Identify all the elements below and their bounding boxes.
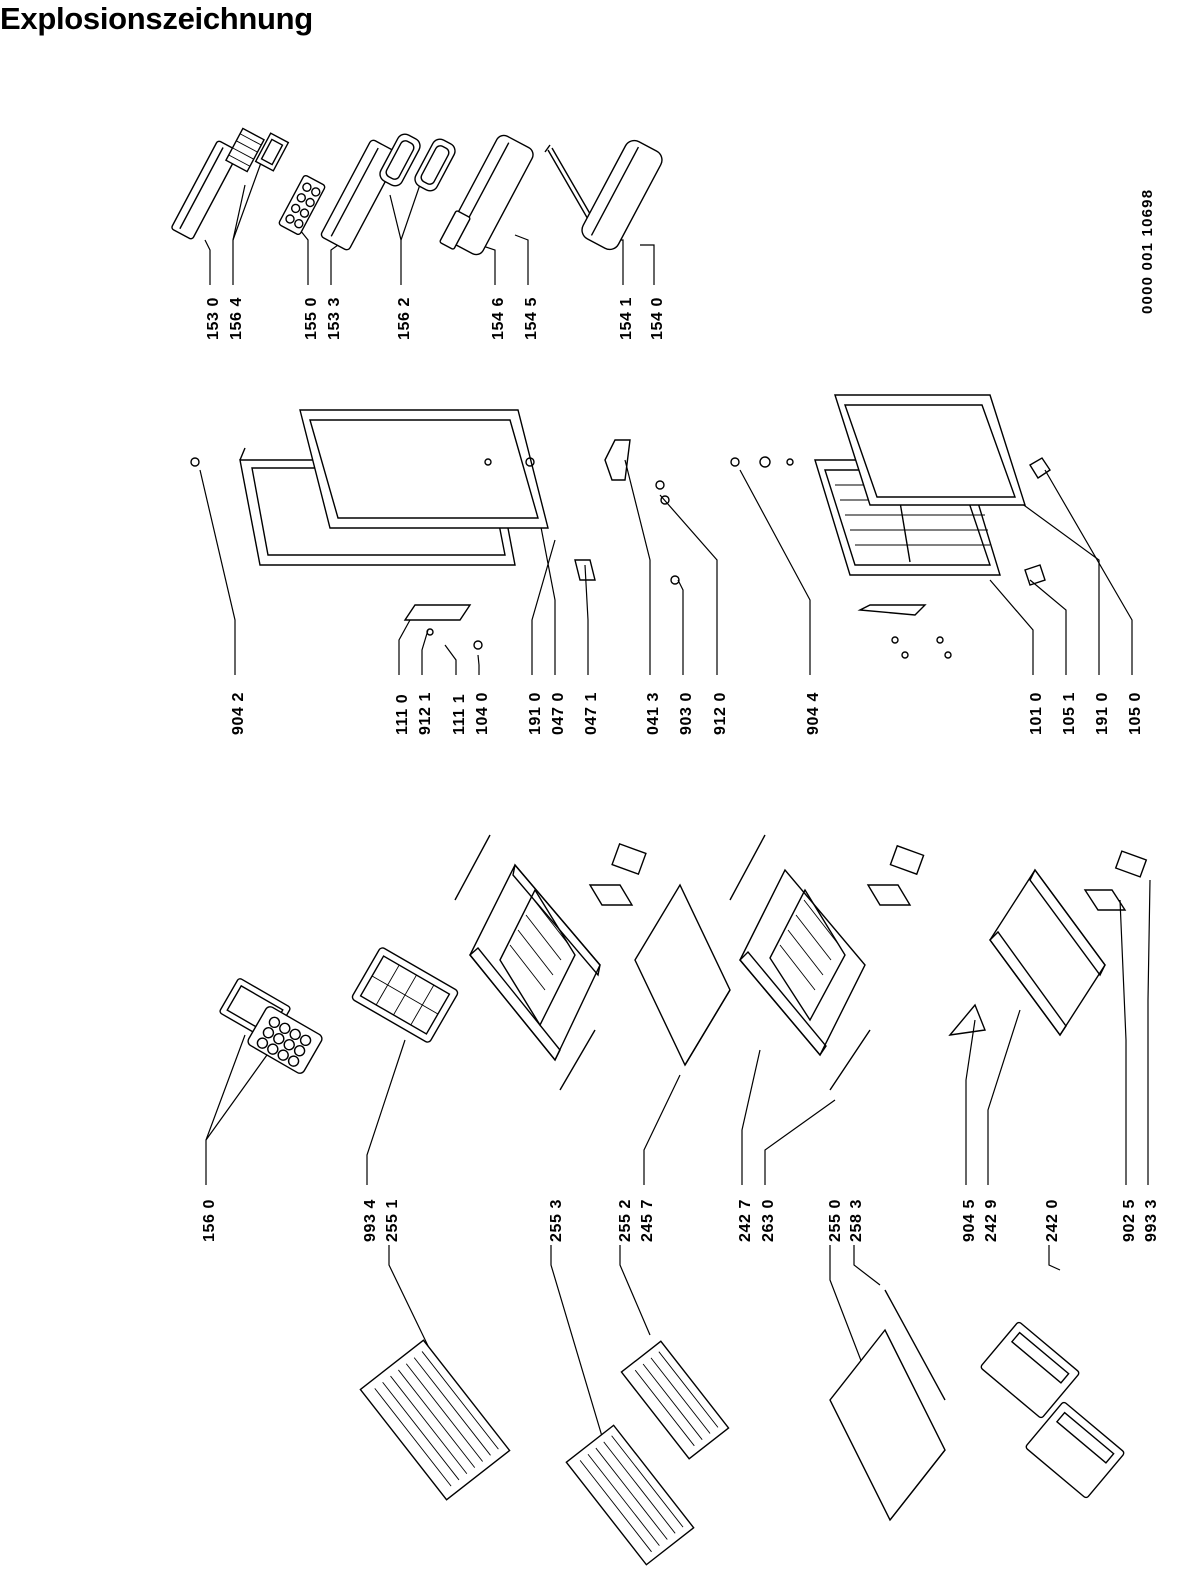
part-label: 154 0 bbox=[649, 297, 666, 340]
left-parts-group: 156 0 993 4 255 1 255 3 255 2 245 7 242 … bbox=[201, 834, 1160, 1566]
freezer-basket-middle bbox=[729, 834, 925, 1091]
part-label: 993 4 bbox=[362, 1199, 379, 1242]
part-label: 104 0 bbox=[474, 692, 491, 735]
part-label: 245 7 bbox=[639, 1199, 656, 1242]
right-parts-group: 153 0 156 4 155 0 153 3 156 2 154 6 154 … bbox=[171, 127, 666, 340]
part-label: 111 1 bbox=[451, 694, 468, 735]
page-title: Explosionszeichnung bbox=[0, 1, 313, 36]
part-label: 155 0 bbox=[303, 297, 320, 340]
part-label: 255 1 bbox=[384, 1199, 401, 1242]
part-label: 904 5 bbox=[961, 1199, 978, 1242]
part-label: 154 6 bbox=[490, 297, 507, 340]
part-label: 047 0 bbox=[550, 692, 567, 735]
middle-parts-group: 904 2 111 0 912 1 111 1 104 0 191 0 047 … bbox=[190, 394, 1144, 735]
part-label: 912 1 bbox=[417, 692, 434, 735]
document-ref: 0000 001 10698 bbox=[1139, 189, 1156, 314]
part-label: 242 9 bbox=[983, 1199, 1000, 1242]
part-label: 111 0 bbox=[394, 694, 411, 735]
freezer-basket-upper bbox=[454, 834, 647, 1091]
part-label: 154 1 bbox=[618, 297, 635, 340]
part-label: 263 0 bbox=[760, 1199, 777, 1242]
part-label: 154 5 bbox=[523, 297, 540, 340]
part-label: 904 4 bbox=[805, 692, 822, 735]
part-label: 242 7 bbox=[737, 1199, 754, 1242]
part-label: 993 3 bbox=[1143, 1199, 1160, 1242]
freezer-drawer-lower bbox=[948, 850, 1148, 1037]
part-label: 041 3 bbox=[645, 692, 662, 735]
part-label: 191 0 bbox=[1094, 692, 1111, 735]
part-label: 156 0 bbox=[201, 1199, 218, 1242]
part-label: 101 0 bbox=[1028, 692, 1045, 735]
part-label: 902 5 bbox=[1121, 1199, 1138, 1242]
part-label: 912 0 bbox=[712, 692, 729, 735]
part-label: 191 0 bbox=[527, 692, 544, 735]
part-label: 153 3 bbox=[326, 297, 343, 340]
part-label: 153 0 bbox=[205, 297, 222, 340]
part-label: 242 0 bbox=[1044, 1199, 1061, 1242]
part-label: 255 2 bbox=[617, 1199, 634, 1242]
part-label: 156 2 bbox=[396, 297, 413, 340]
part-label: 255 0 bbox=[827, 1199, 844, 1242]
part-label: 105 0 bbox=[1127, 692, 1144, 735]
part-label: 156 4 bbox=[228, 297, 245, 340]
part-label: 258 3 bbox=[848, 1199, 865, 1242]
part-label: 904 2 bbox=[230, 692, 247, 735]
part-label: 903 0 bbox=[678, 692, 695, 735]
part-label: 255 3 bbox=[548, 1199, 565, 1242]
part-label: 105 1 bbox=[1061, 692, 1078, 735]
part-label: 047 1 bbox=[583, 692, 600, 735]
